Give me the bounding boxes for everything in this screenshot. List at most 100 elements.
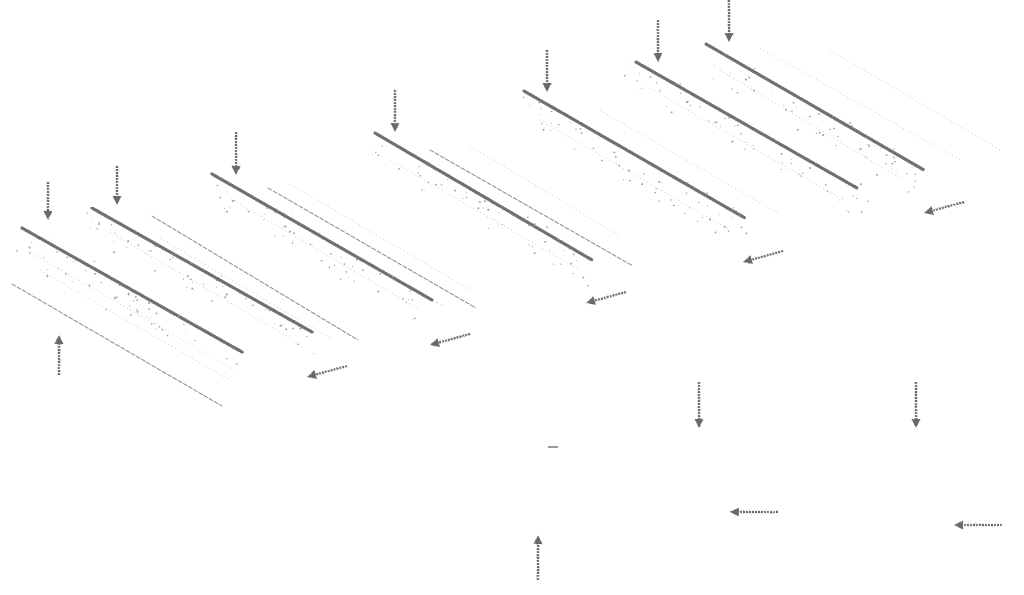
stipple-speck [550, 129, 552, 132]
faint-hatch-line [829, 49, 1001, 151]
thin-line [151, 215, 359, 341]
stipple-speck [737, 124, 739, 127]
stipple-speck [541, 123, 543, 125]
left-arrow-icon [430, 332, 471, 347]
stipple-speck [913, 186, 915, 188]
stipple-speck [550, 110, 553, 113]
stipple-speck [568, 247, 571, 250]
stipple-speck [234, 199, 236, 202]
stipple-speck [265, 309, 267, 311]
stipple-speck [194, 339, 196, 342]
stipple-speck [427, 181, 430, 184]
stipple-speck [126, 247, 128, 249]
stipple-speck [128, 294, 130, 296]
down-arrow-icon [231, 132, 241, 175]
stipple-speck [912, 167, 914, 169]
arrow-head [533, 535, 543, 544]
stipple-speck [211, 300, 214, 302]
stipple-speck [186, 275, 189, 277]
stipple-speck [628, 169, 630, 172]
stipple-speck [351, 265, 353, 267]
stipple-speck [183, 323, 185, 326]
stipple-speck [859, 148, 862, 150]
stipple-speck [573, 253, 575, 256]
stipple-speck [826, 190, 829, 192]
stipple-speck [136, 309, 138, 311]
stipple-speck [299, 327, 302, 330]
stipple-speck [487, 227, 489, 230]
stipple-speck [97, 223, 100, 225]
arrow-shaft [932, 200, 965, 212]
stipple-speck [172, 256, 174, 258]
left-arrow-icon [730, 507, 778, 517]
stipple-speck [93, 260, 96, 262]
stipple-speck [231, 200, 234, 203]
arrow-shaft [751, 249, 784, 261]
stipple-speck [655, 188, 657, 190]
stipple-speck [752, 145, 754, 147]
stipple-speck [739, 70, 741, 72]
stipple-speck [851, 125, 853, 127]
stipple-speck [191, 287, 194, 290]
stipple-speck [129, 305, 131, 307]
up-arrow-icon [54, 335, 64, 375]
beam-line [704, 42, 926, 172]
stipple-speck [397, 169, 399, 171]
stipple-speck [895, 170, 897, 172]
stipple-speck [291, 211, 293, 212]
stipple-speck [791, 158, 793, 160]
stipple-specks [16, 53, 917, 365]
stipple-speck [765, 77, 767, 79]
stipple-speck [732, 217, 733, 218]
stipple-speck [306, 336, 308, 338]
stipple-speck [748, 76, 751, 79]
stipple-speck [732, 207, 734, 209]
stipple-speck [774, 140, 776, 143]
stipple-speck [492, 218, 494, 220]
stipple-speck [579, 127, 582, 130]
stipple-speck [131, 291, 133, 293]
stipple-speck [268, 309, 271, 312]
stipple-speck [285, 328, 288, 331]
stipple-speck [885, 163, 887, 165]
stipple-speck [549, 249, 551, 251]
arrow-shaft [438, 332, 471, 344]
stipple-speck [640, 87, 642, 89]
stipple-speck [345, 271, 348, 273]
stipple-speck [377, 154, 380, 156]
stipple-speck [156, 328, 158, 330]
stipple-speck [498, 211, 500, 213]
arrow-head [430, 338, 440, 347]
faint-hatch-line [229, 197, 421, 311]
stipple-speck [528, 244, 530, 246]
stipple-speck [744, 148, 746, 150]
stipple-speck [177, 315, 180, 318]
stipple-speck [148, 308, 150, 310]
stipple-speck [313, 243, 314, 245]
thin-line [429, 149, 634, 267]
stipple-speck [687, 182, 689, 184]
stipple-speck [232, 347, 235, 349]
stipple-speck [264, 213, 266, 215]
beam-group [20, 42, 926, 354]
stipple-speck [353, 280, 355, 282]
stipple-speck [731, 140, 734, 143]
stipple-speck [66, 256, 69, 259]
stipple-speck [158, 326, 161, 328]
beam-line [522, 89, 747, 220]
stipple-speck [791, 110, 793, 112]
stipple-speck [362, 269, 364, 271]
stipple-speck [858, 148, 860, 150]
stipple-speck [656, 82, 658, 84]
stipple-speck [290, 320, 292, 322]
stipple-speck [634, 91, 635, 92]
stipple-speck [402, 297, 404, 300]
stipple-speck [697, 201, 700, 204]
stipple-speck [570, 262, 573, 265]
stipple-speck [411, 299, 414, 301]
stipple-speck [134, 295, 137, 298]
stipple-speck [235, 363, 238, 365]
stipple-speck [145, 253, 147, 255]
stipple-speck [129, 314, 132, 316]
stipple-speck [587, 284, 589, 287]
